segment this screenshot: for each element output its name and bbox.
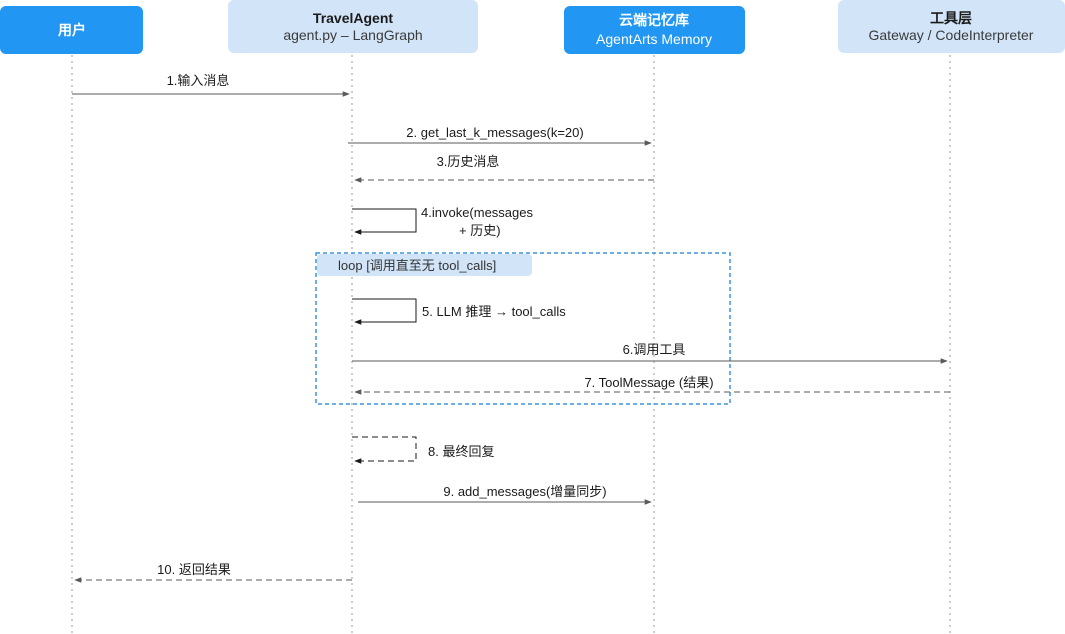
message-label: 8. 最终回复	[428, 444, 494, 459]
actor-subtitle: agent.py – LangGraph	[283, 27, 422, 43]
message-label-line-2: + 历史)	[459, 223, 501, 238]
message-label: 2. get_last_k_messages(k=20)	[406, 125, 583, 140]
message-label: 10. 返回结果	[157, 562, 231, 577]
message-5-self: 5. LLM 推理 → tool_calls	[352, 298, 566, 325]
actor-title: 工具层	[930, 10, 972, 26]
message-label: 7. ToolMessage (结果)	[584, 375, 713, 390]
message-7: 7. ToolMessage (结果)	[354, 375, 950, 395]
message-label: 6.调用工具	[623, 342, 686, 357]
message-1: 1.输入消息	[72, 73, 350, 97]
message-9: 9. add_messages(增量同步)	[358, 484, 652, 505]
actor-tools: 工具层 Gateway / CodeInterpreter	[838, 0, 1065, 53]
message-label: 9. add_messages(增量同步)	[443, 484, 606, 499]
message-label: 3.历史消息	[437, 154, 500, 169]
message-label-line-1: 4.invoke(messages	[421, 205, 533, 220]
actor-subtitle: Gateway / CodeInterpreter	[869, 27, 1034, 43]
actor-title: 云端记忆库	[619, 12, 689, 28]
loop-label: loop [调用直至无 tool_calls]	[338, 258, 496, 273]
message-6: 6.调用工具	[352, 342, 948, 364]
message-label: 1.输入消息	[167, 73, 230, 88]
message-8-self: 8. 最终回复	[352, 436, 494, 464]
message-label: 5. LLM 推理 → tool_calls	[422, 304, 566, 319]
actor-title: TravelAgent	[313, 10, 393, 26]
actor-memory: 云端记忆库 AgentArts Memory	[564, 6, 745, 54]
message-2: 2. get_last_k_messages(k=20)	[348, 125, 652, 146]
message-3: 3.历史消息	[354, 154, 654, 183]
actor-subtitle: AgentArts Memory	[596, 31, 712, 47]
message-10: 10. 返回结果	[74, 562, 352, 583]
actor-travelagent: TravelAgent agent.py – LangGraph	[228, 0, 478, 53]
message-4-self: 4.invoke(messages + 历史)	[352, 205, 533, 238]
loop-frame: loop [调用直至无 tool_calls]	[315, 252, 731, 405]
actor-user: 用户	[0, 6, 143, 54]
actor-title: 用户	[58, 22, 86, 38]
